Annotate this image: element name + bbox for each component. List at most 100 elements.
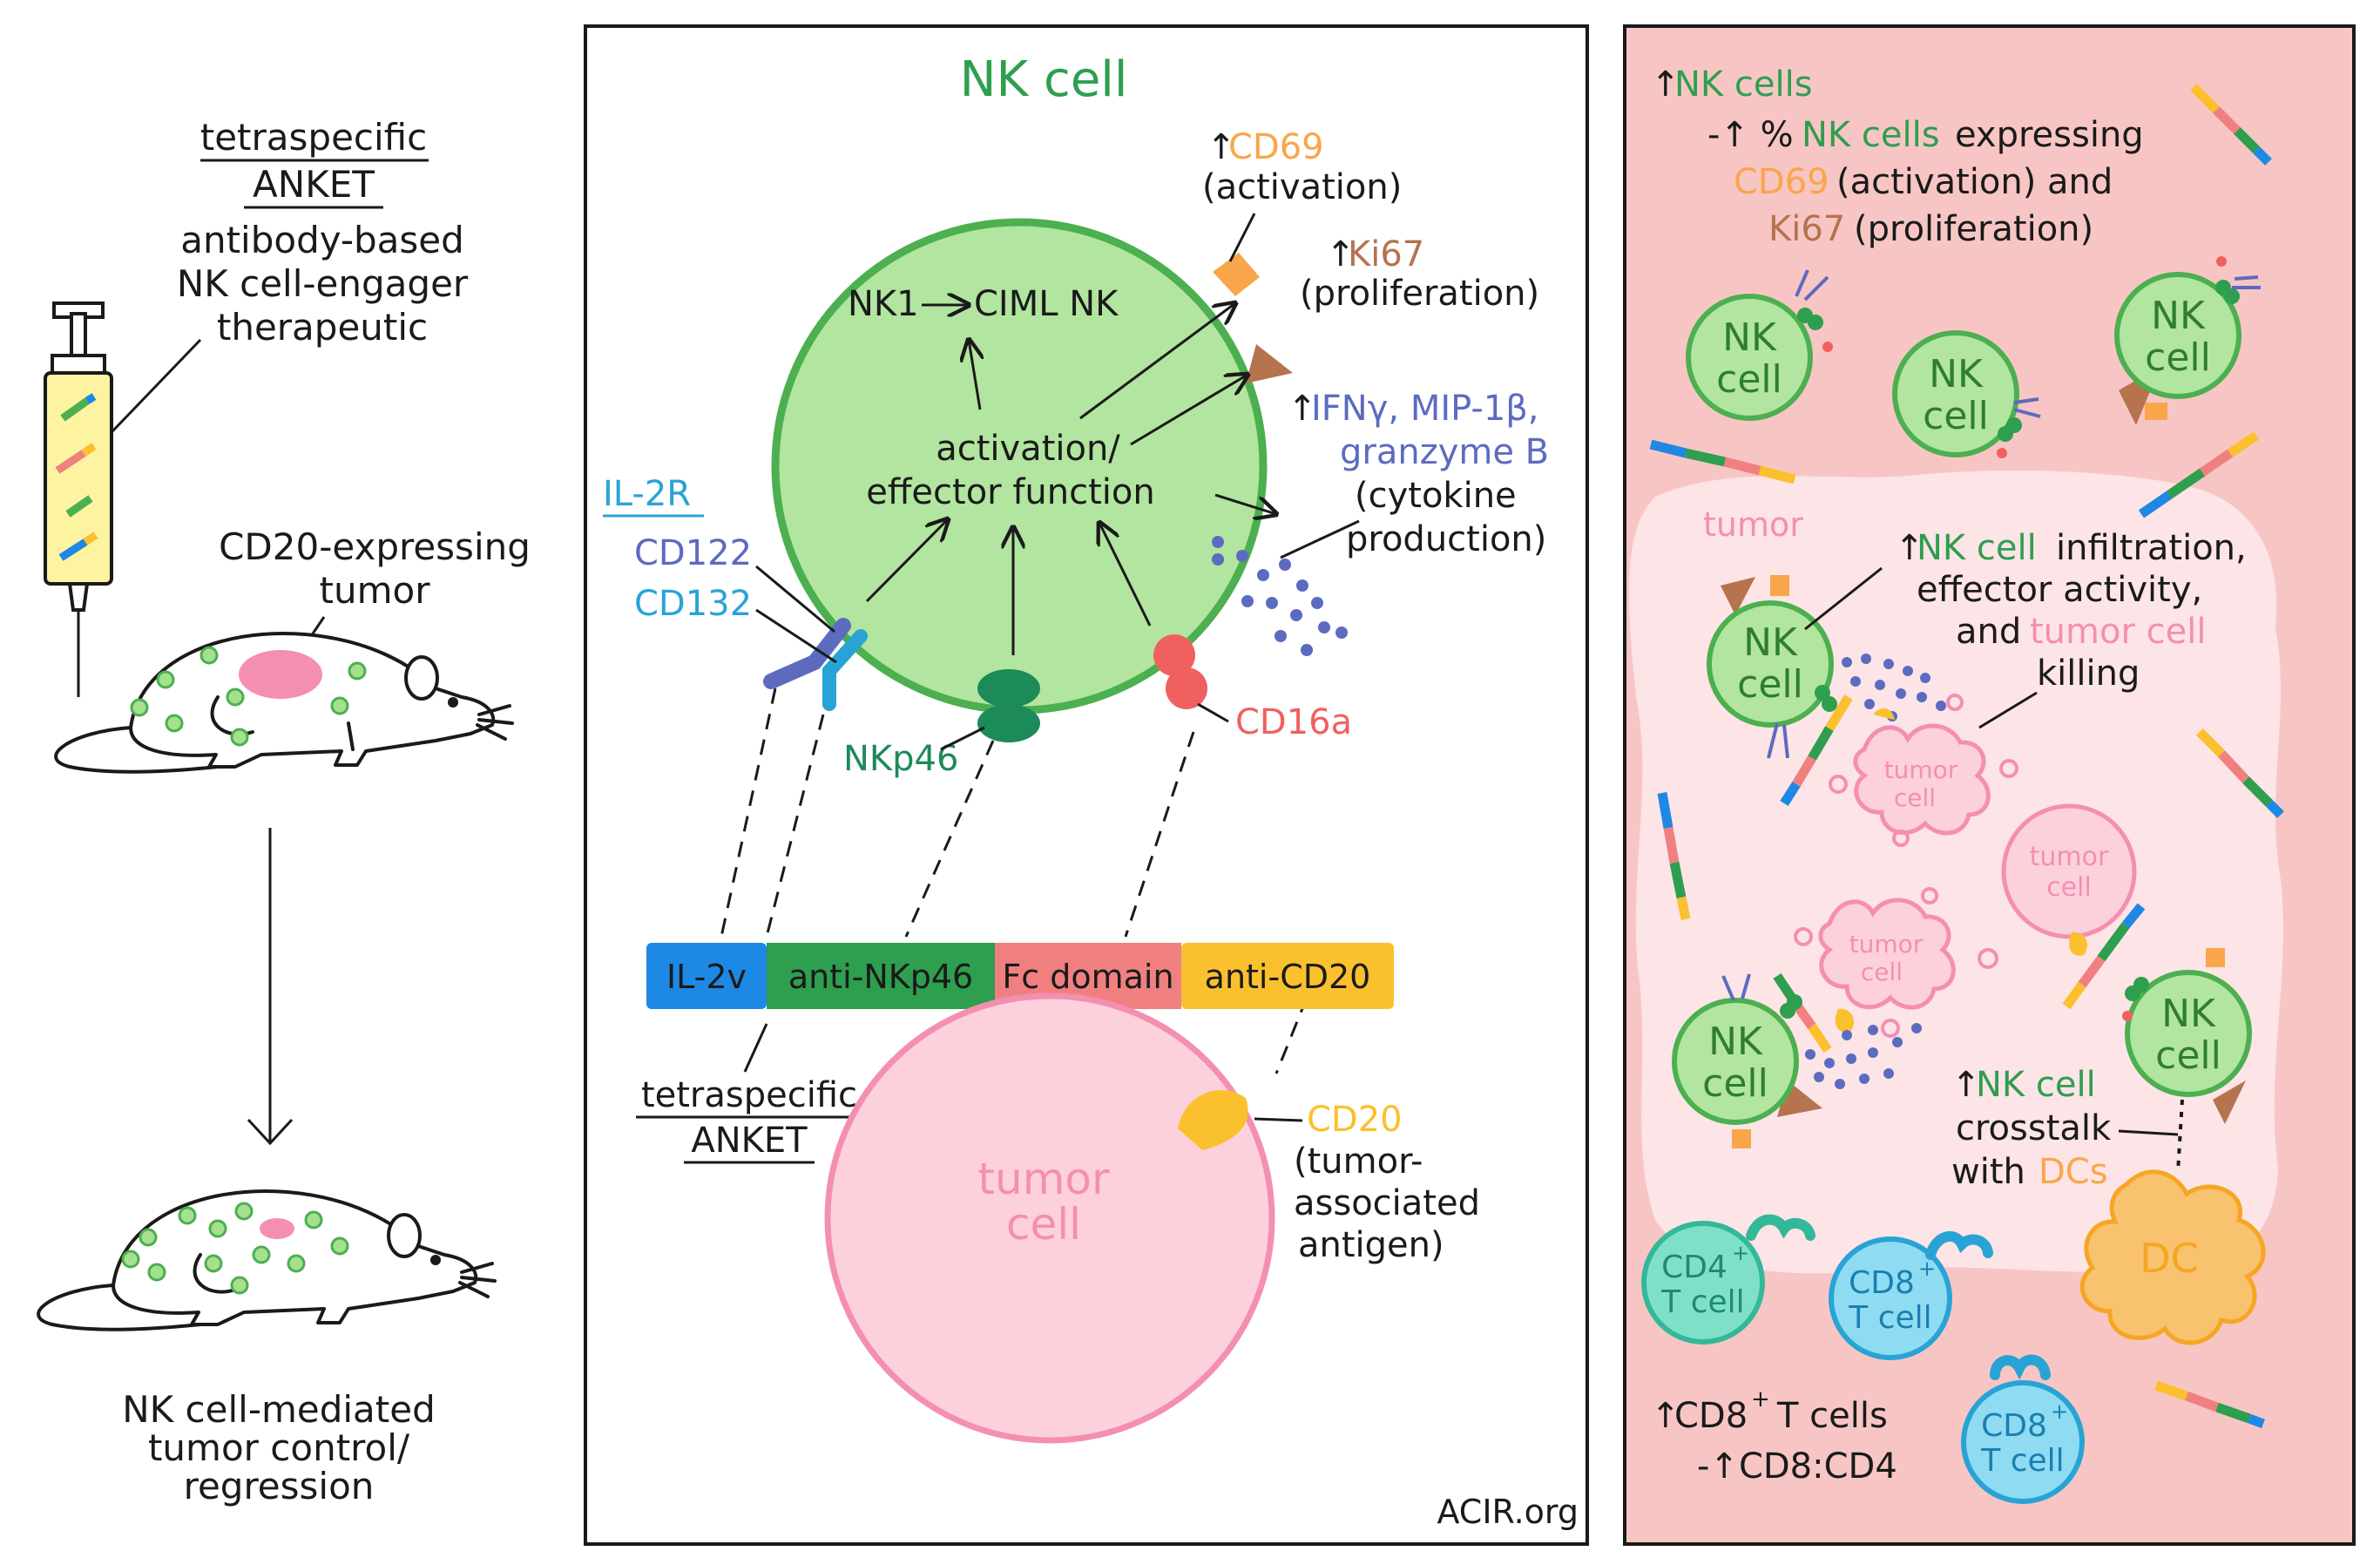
- cd69-arrow: ↑: [1207, 127, 1236, 167]
- cd4-t-cell: CD4 + T cell: [1641, 1214, 1815, 1345]
- tumor-cell-live: tumor cell: [2001, 803, 2137, 956]
- left-desc-line3: therapeutic: [217, 306, 428, 349]
- nk-cell-label-line1: NK: [1743, 620, 1798, 665]
- right-nk-cell-2: NK cell: [1892, 330, 2041, 458]
- cytokine-dots: [1212, 536, 1348, 656]
- right-panel: tumor ↑ NK cells -↑ % NK cells expressin…: [1623, 24, 2356, 1546]
- infil-suffix: infiltration,: [2056, 528, 2247, 568]
- cd69-marker: [1213, 253, 1260, 296]
- right-nk-cell-1: NK cell: [1686, 269, 1833, 421]
- cd20-antigen: [1178, 1090, 1248, 1150]
- cytokine-sub1: (cytokine: [1355, 476, 1517, 516]
- cd20-label: CD20: [1307, 1100, 1403, 1140]
- crosstalk-nk: NK cell: [1976, 1065, 2096, 1105]
- infil-arrow: ↑: [1895, 528, 1924, 568]
- right-ki67: Ki67: [1768, 209, 1845, 249]
- crosstalk-label: crosstalk: [1956, 1108, 2112, 1148]
- tumor-cell-line2: cell: [1006, 1199, 1081, 1250]
- cd8-up-arrow: ↑: [1651, 1396, 1680, 1436]
- nk-cell-label-line2: cell: [1923, 394, 1989, 438]
- nk-cell-label-line1: NK: [1722, 315, 1777, 360]
- cd16a-label: CD16a: [1235, 702, 1352, 742]
- cd20-sub3: antigen): [1298, 1225, 1444, 1265]
- right-nk-cell-6: NK cell: [2122, 948, 2252, 1124]
- nk-cell-label-line1: NK: [2161, 992, 2216, 1036]
- il2r-receptor: [763, 618, 868, 711]
- cd132-label: CD132: [634, 584, 752, 624]
- cd4-sup: +: [1732, 1241, 1749, 1265]
- effector-label: effector activity,: [1917, 570, 2202, 610]
- mouse-icon-before: [54, 632, 514, 774]
- construct-label-fc: Fc domain: [1002, 958, 1173, 996]
- pct-nk: NK cells: [1802, 115, 1940, 155]
- tumor-cell-label-line1: tumor: [1849, 930, 1924, 959]
- granzyme-label: granzyme B: [1340, 432, 1549, 472]
- killing-label: killing: [2037, 654, 2140, 694]
- and-label: and: [1956, 612, 2021, 652]
- left-outcome-line3: regression: [184, 1465, 375, 1507]
- t-cell-label: T cell: [1980, 1443, 2064, 1479]
- dcs-label: DCs: [2039, 1152, 2108, 1192]
- left-title-line2: ANKET: [253, 163, 375, 206]
- cd8-t-cell-2: CD8 + T cell: [1961, 1354, 2085, 1504]
- cytokine-sub2: production): [1346, 519, 1546, 559]
- left-outcome-line1: NK cell-mediated: [122, 1388, 436, 1431]
- tumor-cell-dying-1: tumor cell: [1829, 694, 2018, 847]
- cd8-sup: +: [1918, 1257, 1936, 1281]
- pct-suffix: expressing: [1955, 115, 2144, 155]
- nk-up-label: NK cells: [1674, 64, 1813, 105]
- anket-label-line1: tetraspecific: [641, 1075, 857, 1115]
- cd69-sub: (activation): [1202, 167, 1402, 207]
- tumor-cell: [824, 992, 1275, 1444]
- nk-cell-title: NK cell: [960, 51, 1128, 108]
- construct-nkp46-domain: [767, 943, 995, 1009]
- activation-line1: activation/: [936, 429, 1120, 469]
- right-cd69: CD69: [1734, 162, 1829, 202]
- tumor-cell-label-line2: cell: [2046, 872, 2092, 903]
- tumor-region-label: tumor: [1703, 505, 1803, 544]
- cytokine-arrow: ↑: [1288, 389, 1317, 429]
- left-tumor-label-line2: tumor: [320, 569, 431, 612]
- left-outcome-line2: tumor control/: [148, 1426, 410, 1469]
- nkp46-label: NKp46: [843, 739, 958, 779]
- nk-cell-label-line2: cell: [2145, 335, 2211, 380]
- t-cell-label: T cell: [1848, 1300, 1931, 1336]
- construct-label-cd20: anti-CD20: [1205, 958, 1371, 996]
- dc-label: DC: [2140, 1235, 2199, 1282]
- tumor-cell-label-line1: tumor: [1884, 755, 1958, 784]
- ifn-label: IFNγ, MIP-1β,: [1311, 389, 1539, 429]
- activation-line2: effector function: [866, 472, 1154, 512]
- t-cell-label: T cell: [1660, 1284, 1744, 1320]
- ki67-arrow: ↑: [1326, 234, 1356, 274]
- construct-cd20-domain: [1181, 943, 1394, 1009]
- construct-label-il2v: IL-2v: [666, 958, 747, 996]
- right-nk-cell-4: NK cell: [1707, 575, 1837, 759]
- right-nk-cell-5: NK cell: [1672, 973, 1822, 1148]
- nk-cell-label-line1: NK: [1708, 1019, 1763, 1064]
- infil-nk: NK cell: [1917, 528, 2037, 568]
- tumor-cell-line1: tumor: [977, 1154, 1110, 1204]
- tumor-cell-label-line1: tumor: [2030, 842, 2109, 872]
- mouse-icon-after: [37, 1189, 497, 1331]
- nk-cell-label-line2: cell: [1716, 357, 1782, 402]
- anket-label-line2: ANKET: [691, 1121, 808, 1161]
- cd8-up-sup: +: [1751, 1386, 1770, 1412]
- left-desc-line1: antibody-based: [180, 219, 464, 261]
- pct-prefix: -↑ %: [1707, 115, 1794, 155]
- syringe-icon: [44, 301, 113, 697]
- nk-cell-label-line1: NK: [2151, 294, 2206, 338]
- middle-panel: NK cell NK1 CIML NK activation/ effector…: [584, 24, 1589, 1546]
- right-ki67-suffix: (proliferation): [1854, 209, 2093, 249]
- ki67-sub: (proliferation): [1300, 274, 1539, 314]
- cd8-t-cell-1: CD8 + T cell: [1829, 1231, 1993, 1360]
- killing-dots-2: [1805, 1023, 1922, 1089]
- left-tumor-label-line1: CD20-expressing: [219, 525, 531, 568]
- nk1-label: NK1: [848, 284, 919, 324]
- killing-dots: [1842, 654, 1946, 721]
- dendritic-cell: DC: [2079, 1169, 2266, 1345]
- ciml-label: CIML NK: [974, 284, 1119, 324]
- cd69-label: CD69: [1228, 127, 1324, 167]
- cd4-label: CD4: [1661, 1250, 1728, 1285]
- nk-cell-label-line2: cell: [1702, 1061, 1768, 1106]
